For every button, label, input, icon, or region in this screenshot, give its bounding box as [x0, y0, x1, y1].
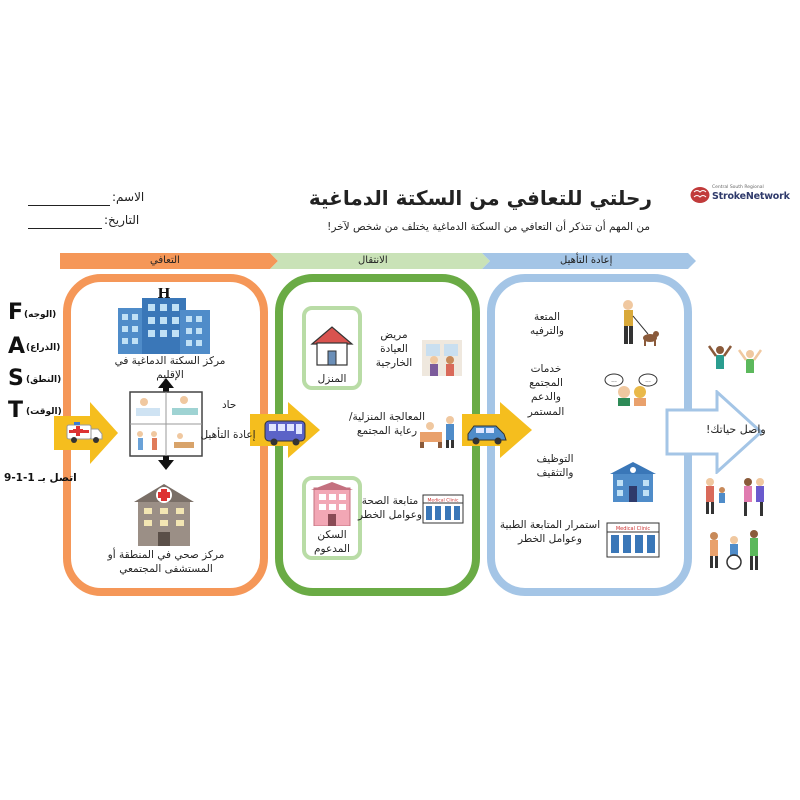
- dog-walk-icon: [623, 300, 659, 346]
- home-label: المنزل: [317, 373, 347, 385]
- fast-word-s: (النطق): [26, 375, 62, 385]
- clinic-sign-text-2: Medical Clinic: [616, 526, 651, 532]
- outpatient-label: مريض العيادة الخارجية: [375, 329, 413, 370]
- acute-rehab-icon: [129, 378, 203, 470]
- home-care-label: المعالجة المنزلية/ رعاية المجتمع: [348, 411, 426, 438]
- supportive-housing-label: السكن المدعوم: [314, 529, 350, 556]
- fast-letter-s: S: [8, 366, 24, 391]
- date-field[interactable]: [28, 228, 102, 229]
- band-recovery: [60, 253, 278, 269]
- apartment-icon: [311, 482, 353, 526]
- regional-center-label: مركز السكتة الدماغية في الإقليم: [114, 355, 226, 382]
- fast-letter-a: A: [8, 334, 26, 359]
- fast-word-a: (الذراع): [26, 343, 61, 353]
- outpatient-icon: [422, 340, 462, 376]
- car-icon: [467, 425, 507, 445]
- page-subtitle: من المهم أن تتذكر أن التعافي من السكتة ا…: [327, 221, 650, 233]
- employment-label: التوظيف والتثقيف: [536, 453, 574, 480]
- stage-label-transition: الانتقال: [358, 255, 388, 266]
- celebrating-people-icon: [707, 345, 763, 373]
- follow-up-label: متابعة الصحة وعوامل الخطر: [358, 495, 422, 522]
- band-transition: [270, 253, 490, 269]
- stage-label-rehab: إعادة التأهيل: [560, 255, 613, 266]
- regional-hospital-icon: H: [118, 288, 210, 354]
- stage-bands: [60, 253, 696, 269]
- svg-text:H: H: [157, 288, 170, 302]
- school-icon: [610, 462, 656, 502]
- brain-icon: [690, 187, 710, 203]
- leisure-label: المتعة والترفيه: [530, 311, 564, 338]
- fast-letter-t: T: [8, 398, 24, 423]
- acute-label: حاد: [222, 399, 237, 411]
- stroke-network-logo: Central South Regional StrokeNetwork: [690, 185, 790, 207]
- fast-word-f: (الوجه): [24, 310, 57, 320]
- house-icon: [310, 326, 354, 366]
- family-icon: [706, 478, 764, 516]
- arrow-to-life: [665, 390, 764, 474]
- band-rehab: [482, 253, 696, 269]
- logo-brand-text: StrokeNetwork: [712, 191, 790, 202]
- bus-icon: [264, 420, 306, 446]
- community-services-label: خدمات المجتمع والدعم المستمر: [527, 363, 565, 418]
- clinic-sign-text: Medical Clinic: [428, 498, 459, 504]
- community-hospital-icon: [134, 484, 194, 546]
- name-field[interactable]: [28, 205, 110, 206]
- stage-label-recovery: التعافي: [150, 255, 180, 266]
- svg-text:...: ...: [645, 377, 651, 384]
- home-care-icon: [420, 416, 454, 448]
- svg-text:...: ...: [611, 377, 617, 384]
- fast-letter-f: F: [8, 300, 24, 325]
- community-hospital-label: مركز صحي في المنطقة أو المستشفى المجتمعي: [107, 549, 225, 576]
- wheelchair-people-icon: [710, 530, 758, 570]
- live-life-label: واصل حياتك!: [706, 423, 766, 436]
- logo-small-text: Central South Regional: [712, 185, 764, 190]
- name-label: الاسم:: [112, 190, 145, 204]
- clinic-icon: Medical Clinic: [422, 494, 464, 524]
- support-chat-icon: ... ...: [604, 373, 658, 406]
- call-911-text: اتصل بـ 1-1-9: [4, 472, 77, 484]
- page-title: رحلتي للتعافي من السكتة الدماغية: [308, 186, 652, 210]
- fast-word-t: (الوقت): [26, 407, 62, 417]
- inpatient-rehab-label: إعادة التأهيل: [200, 429, 256, 441]
- clinic-icon-2: Medical Clinic: [606, 522, 660, 558]
- ongoing-followup-label: استمرار المتابعة الطبية وعوامل الخطر: [499, 519, 601, 546]
- ambulance-icon: [66, 422, 103, 443]
- date-label: التاريخ:: [104, 213, 140, 227]
